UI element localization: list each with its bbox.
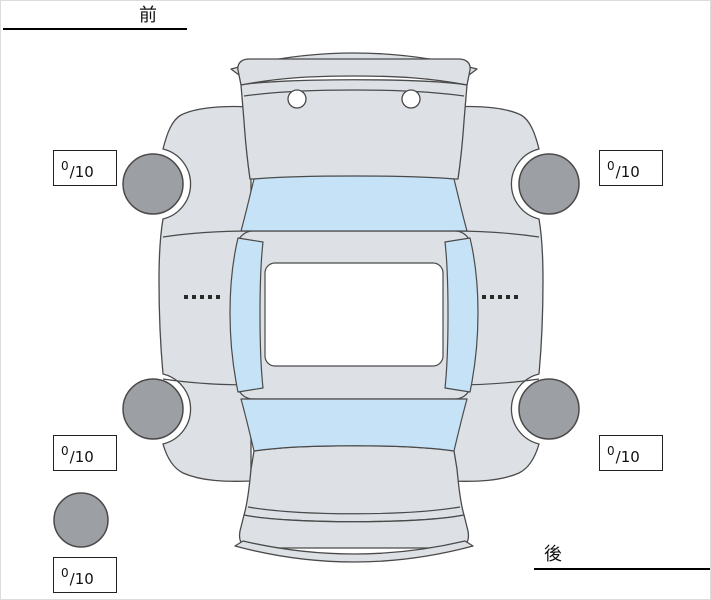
right-side-window-glass xyxy=(444,237,479,393)
score-value: 0 xyxy=(61,566,69,580)
right-side-panel xyxy=(450,105,544,482)
rear-underline xyxy=(534,568,710,570)
tire-front-left-icon xyxy=(122,153,184,215)
rear-window-glass xyxy=(240,398,468,452)
hood-washer-right-icon xyxy=(401,89,421,109)
score-box-front-right: 0/10 xyxy=(599,150,663,186)
rear-label: 後 xyxy=(544,544,562,565)
score-value: 0 xyxy=(607,159,615,173)
front-label: 前 xyxy=(139,5,157,26)
score-value: 0 xyxy=(61,159,69,173)
score-max: /10 xyxy=(69,163,94,181)
left-side-panel xyxy=(158,105,252,482)
score-max: /10 xyxy=(615,448,640,466)
score-max: /10 xyxy=(69,448,94,466)
score-box-rear-right: 0/10 xyxy=(599,435,663,471)
score-max: /10 xyxy=(69,570,94,588)
hood xyxy=(240,79,468,180)
hood-washer-left-icon xyxy=(287,89,307,109)
front-bumper xyxy=(237,58,471,86)
score-box-front-left: 0/10 xyxy=(53,150,117,186)
left-sill-dots xyxy=(184,295,220,299)
score-box-spare: 0/10 xyxy=(53,557,117,593)
hood-seam xyxy=(243,89,465,97)
tire-front-right-icon xyxy=(518,153,580,215)
rear-spoiler-arc xyxy=(234,540,474,563)
trunk-seam xyxy=(247,506,461,515)
tire-rear-left-icon xyxy=(122,378,184,440)
left-side-window-glass xyxy=(229,237,264,393)
tire-rear-right-icon xyxy=(518,378,580,440)
front-underline xyxy=(3,28,187,30)
windshield-glass xyxy=(240,175,468,232)
score-max: /10 xyxy=(615,163,640,181)
score-box-rear-left: 0/10 xyxy=(53,435,117,471)
right-sill-dots xyxy=(482,295,518,299)
score-value: 0 xyxy=(61,444,69,458)
spare-tire-icon xyxy=(53,492,109,548)
roof-panel xyxy=(264,262,444,367)
score-value: 0 xyxy=(607,444,615,458)
